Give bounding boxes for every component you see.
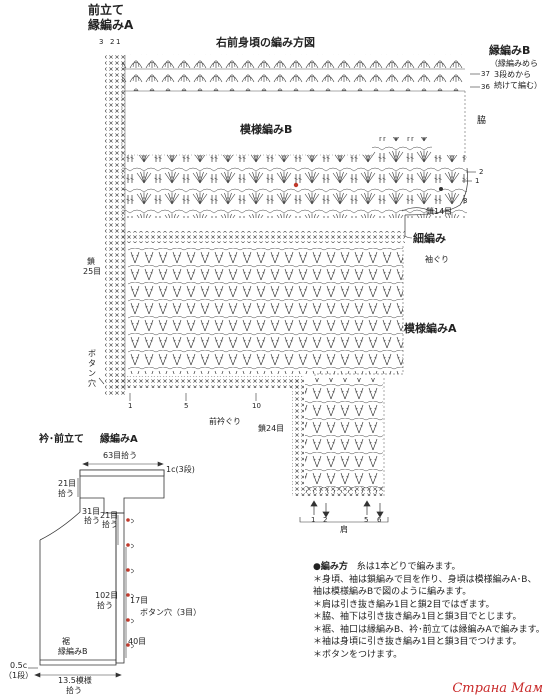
chain-14-label: 鎖14目 <box>426 207 453 216</box>
border-b-label: 縁編みB <box>489 44 531 57</box>
border-b-band <box>122 54 465 91</box>
button-hole-char-3: ン <box>88 369 96 378</box>
mini-pick-21a-2: 拾う <box>58 489 74 498</box>
instruction-line: ＊裾、袖口は縁編みB、衿･前立ては縁編みAで編みます。 <box>313 624 545 635</box>
border-b-row-36: 36 <box>481 83 490 91</box>
neckline-label: 前衿ぐり <box>209 417 241 426</box>
mini-hem-1: 裾 <box>62 637 70 646</box>
mini-pick-63: 63目拾う <box>103 451 138 460</box>
right-row-3: 3 <box>463 197 468 205</box>
mini-pick-21b-1: 21目 <box>100 511 119 520</box>
button-hole-char-1: ボ <box>88 349 96 358</box>
diagram-title: 右前身頃の編み方図 <box>216 36 315 49</box>
right-row-1: 1 <box>475 177 480 185</box>
mini-05c-2: （1段） <box>4 671 34 680</box>
mini-17: 17目 <box>130 596 149 605</box>
right-row-2: 2 <box>479 168 484 176</box>
mini-pick-21a-1: 21目 <box>58 479 77 488</box>
shoulder-number-1: 1 <box>311 516 316 524</box>
mini-pick-31-2: 拾う <box>84 516 100 525</box>
watermark: Страна Мам <box>452 681 543 696</box>
front-band-count-3: 3 <box>99 38 104 46</box>
side-label: 脇 <box>477 116 487 126</box>
bottom-number-10: 10 <box>252 402 261 410</box>
single-crochet-row <box>122 231 405 243</box>
mini-1c: 1c(3段) <box>166 465 195 474</box>
instructions-heading-row: ●編み方 糸は1本どりで編みます。 <box>313 561 549 574</box>
mini-pick-31-1: 31目 <box>82 507 101 516</box>
shoulder-number-6: 6 <box>377 516 382 524</box>
instruction-line: ＊袖は身頃に引き抜き編み1目と鎖3目でつけます。 <box>313 637 522 647</box>
mini-button-hole: ボタン穴（3目） <box>140 608 202 617</box>
mini-title-a: 衿･前立て <box>39 434 84 445</box>
mini-pick-21b-2: 拾う <box>102 520 118 529</box>
armhole-label: 袖ぐり <box>425 255 449 264</box>
instructions-heading: ●編み方 <box>313 562 348 572</box>
chain-25-line2: 25目 <box>83 267 102 276</box>
instruction-line: ＊身頃、袖は鎖編みで目を作り、身頃は模様編みA･B、 <box>313 574 537 585</box>
button-hole-char-4: 穴 <box>88 379 96 388</box>
mini-pattern-135: 13.5模様 <box>58 676 92 685</box>
bottom-number-5: 5 <box>184 402 189 410</box>
mini-pick-102-2: 拾う <box>97 601 113 610</box>
shoulder-label: 肩 <box>340 525 348 534</box>
mini-hem-2: 縁編みB <box>58 647 88 656</box>
bottom-number-1: 1 <box>128 402 133 410</box>
pattern-a-label: 模様編みA <box>404 322 457 335</box>
neckline-column <box>292 376 304 486</box>
mini-schematic <box>39 469 165 666</box>
instruction-line: ＊ボタンをつけます。 <box>313 649 403 660</box>
front-band-pattern-label: 縁編みA <box>88 18 134 32</box>
instructions-heading-note: 糸は1本どりで編みます。 <box>356 562 461 572</box>
front-band-count-1: 1 <box>116 38 121 46</box>
front-band-label: 前立て <box>88 3 125 17</box>
border-b-note-3: 続けて編む） <box>494 81 542 90</box>
shoulder-block <box>305 378 383 493</box>
border-b-row-37: 37 <box>481 70 490 78</box>
border-b-note-1: （縁編みめら <box>490 59 538 68</box>
pattern-a-block <box>128 246 403 374</box>
instructions: ●編み方 糸は1本どりで編みます。 ＊身頃、袖は鎖編みで目を作り、身頃は模様編み… <box>313 561 549 661</box>
border-b-note-2: 3段めから <box>494 70 532 79</box>
chain-25-line1: 鎖 <box>87 257 95 266</box>
pattern-b-label: 模様編みB <box>240 123 293 136</box>
front-band-count-2: 2 <box>110 38 115 46</box>
instruction-line: ＊肩は引き抜き編み1目と鎖2目ではぎます。 <box>313 599 495 610</box>
mini-title-b: 縁編みA <box>100 434 138 445</box>
mini-pick-135: 拾う <box>66 686 82 695</box>
instruction-line: 袖は模様編みBで図のように編みます。 <box>313 587 472 597</box>
front-band-strip <box>105 55 125 395</box>
chain-24-label: 鎖24目 <box>258 424 285 433</box>
shoulder-number-5: 5 <box>364 516 369 524</box>
mini-pick-102-1: 102目 <box>95 591 119 600</box>
mini-40: 40目 <box>128 637 147 646</box>
narrow-label: 細編み <box>413 232 446 245</box>
instruction-line: ＊脇、袖下は引き抜き編み1目と鎖3目でとじます。 <box>313 612 522 622</box>
button-hole-char-2: タ <box>88 359 96 368</box>
mini-05c-1: 0.5c <box>10 661 28 670</box>
shoulder-number-2: 2 <box>323 516 328 524</box>
